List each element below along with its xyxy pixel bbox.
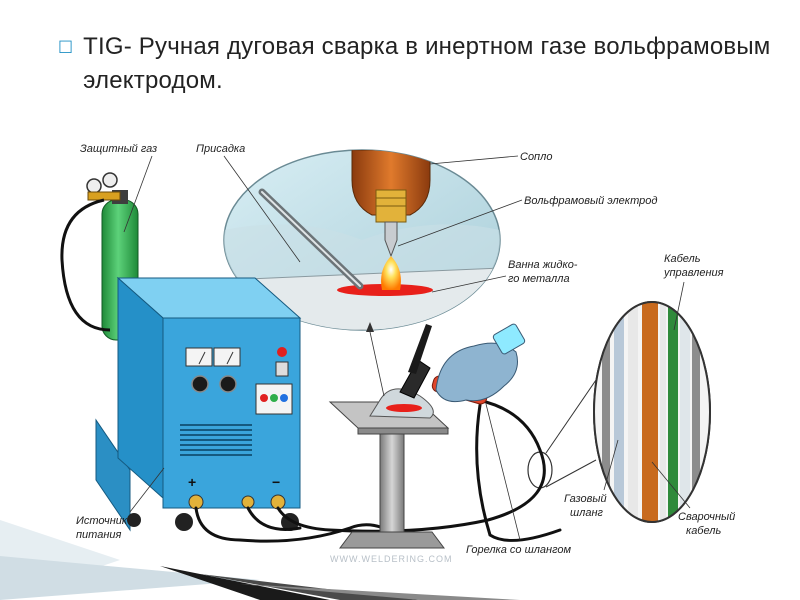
label-gas-hose-line2: шланг <box>570 507 604 519</box>
wheel-icon <box>175 513 193 531</box>
control-cable-core <box>668 302 678 522</box>
cable-cross-section <box>527 301 711 523</box>
ammeter-icon <box>185 347 213 367</box>
welding-torch <box>399 323 526 405</box>
minus-sign: − <box>272 474 280 490</box>
label-tungsten-electrode: Вольфрамовый электрод <box>524 195 657 207</box>
slide-corner-decoration <box>0 520 520 600</box>
label-power-source-line1: Источник <box>76 515 128 527</box>
label-torch-hose: Горелка со шлангом <box>466 544 572 556</box>
slide-title: □ TIG- Ручная дуговая сварка в инертном … <box>58 30 778 98</box>
wheel-icon <box>127 513 141 527</box>
voltmeter-icon <box>213 347 241 367</box>
label-weld-pool-line1: Ванна жидко- <box>508 259 578 271</box>
title-text: TIG- Ручная дуговая сварка в инертном га… <box>83 33 771 94</box>
square-bullet-icon: □ <box>58 36 74 55</box>
label-filler: Присадка <box>196 143 245 155</box>
tungsten-electrode <box>384 221 398 258</box>
worktable <box>328 388 450 549</box>
power-indicator-icon <box>277 347 287 357</box>
vent-grille <box>180 424 252 456</box>
label-control-cable-line2: управления <box>663 267 724 279</box>
control-terminal[interactable] <box>241 495 255 509</box>
pressure-gauge-icon <box>86 178 102 194</box>
welding-cable-core <box>642 302 658 522</box>
power-switch[interactable] <box>275 361 289 377</box>
cables <box>194 398 562 543</box>
welding-glove <box>435 342 518 403</box>
watermark: WWW.WELDERING.COM <box>330 554 453 564</box>
label-welding-cable-line1: Сварочный <box>678 511 735 523</box>
label-welding-cable-line2: кабель <box>686 525 721 537</box>
plus-sign: + <box>188 474 196 490</box>
label-power-source-line2: питания <box>76 529 121 541</box>
label-weld-pool-line2: го металла <box>508 273 570 285</box>
welding-power-source: + − <box>95 276 302 532</box>
label-gas-hose-line1: Газовый <box>564 493 607 505</box>
nozzle <box>351 150 431 216</box>
voltage-knob[interactable] <box>219 375 237 393</box>
label-shield-gas: Защитный газ <box>80 143 157 155</box>
label-nozzle: Сопло <box>520 151 552 163</box>
label-control-cable-line1: Кабель <box>664 253 701 265</box>
current-knob[interactable] <box>191 375 209 393</box>
arc-flame <box>381 256 401 290</box>
flow-gauge-icon <box>102 172 118 188</box>
